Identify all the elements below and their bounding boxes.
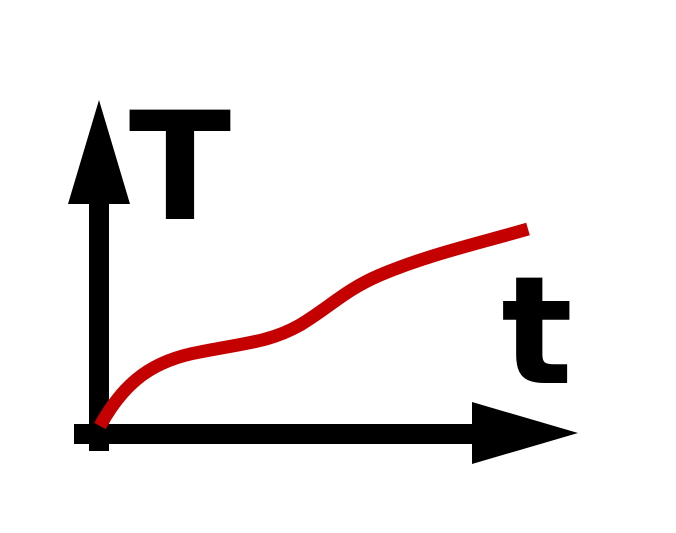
y-axis-line xyxy=(89,195,109,451)
x-axis-line xyxy=(74,424,484,444)
y-axis-arrowhead xyxy=(68,100,130,204)
x-axis-label: t xyxy=(501,245,573,419)
y-axis-label: T xyxy=(129,81,231,255)
x-axis-arrowhead xyxy=(472,402,578,464)
temperature-curve xyxy=(94,222,530,430)
